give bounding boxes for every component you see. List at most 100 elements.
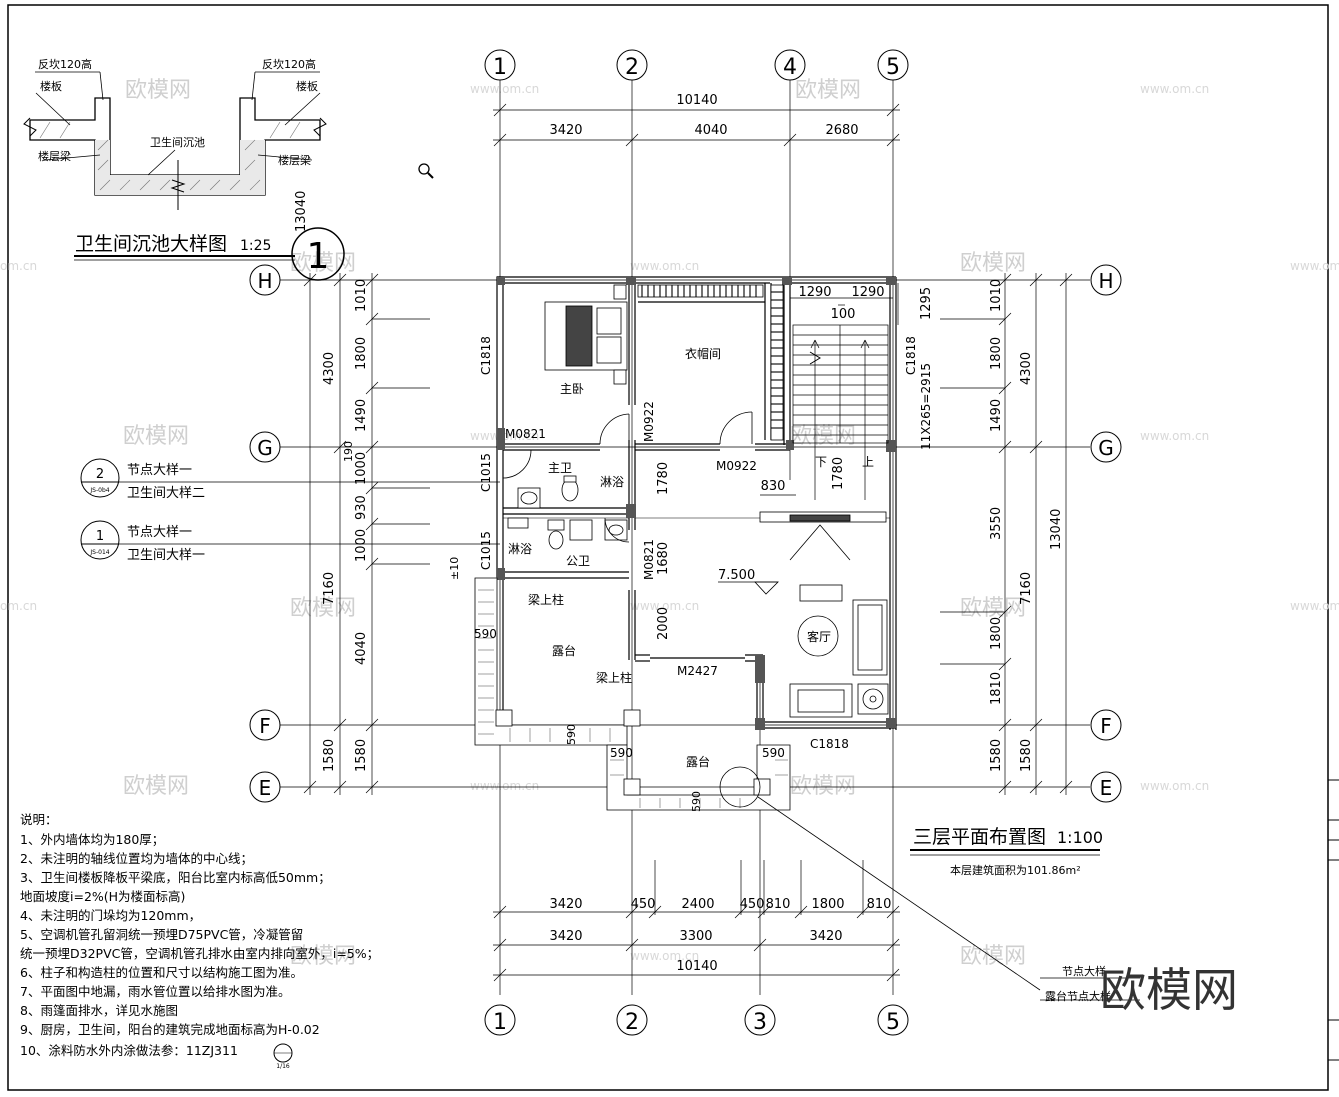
dim-right-outer-1: 4300 bbox=[1019, 352, 1034, 385]
dim-bottom-r1-1: 3420 bbox=[549, 897, 582, 912]
note-6: 6、柱子和构造柱的位置和尺寸以结构施工图为准。 bbox=[20, 965, 303, 980]
dim-plan-1780a: 1780 bbox=[656, 462, 671, 495]
detail-label-6: 楼层梁 bbox=[38, 149, 71, 163]
plan-title-block: 三层平面布置图 1:100 本层建筑面积为101.86m² bbox=[910, 826, 1103, 877]
svg-text:欧模网: 欧模网 bbox=[123, 774, 189, 799]
node-callout bbox=[719, 766, 1140, 1001]
dim-left-inner-4: 190 bbox=[342, 441, 355, 462]
svg-text:om.cn: om.cn bbox=[0, 259, 37, 273]
note-5b: 统一预埋D32PVC管，空调机管孔排水由室内排向室外，i=5%； bbox=[20, 946, 379, 961]
floor-level: 7.500 bbox=[718, 568, 755, 583]
dim-plan-590a: 590 bbox=[474, 627, 497, 641]
opening-m0821-b: M0821 bbox=[642, 539, 656, 580]
axis-left-G: G bbox=[257, 436, 273, 460]
sheet-frame bbox=[7, 4, 1329, 1091]
detail-label-3: 楼板 bbox=[40, 79, 62, 93]
note-3: 3、卫生间楼板降板平梁底，阳台比室内标高低50mm； bbox=[20, 870, 331, 885]
detail-label-5: 卫生间沉池 bbox=[150, 135, 205, 149]
detail-label-7: 楼层梁 bbox=[278, 153, 311, 167]
axis-bottom-2: 2 bbox=[625, 1010, 639, 1035]
detail-label-1: 反坎120高 bbox=[38, 57, 92, 71]
svg-text:欧模网: 欧模网 bbox=[960, 251, 1026, 276]
axis-bottom-4: 5 bbox=[886, 1010, 900, 1035]
dim-bottom-r1-2: 450 bbox=[631, 897, 656, 912]
dim-bottom-r1-5: 810 bbox=[766, 897, 791, 912]
axis-top-4: 5 bbox=[886, 55, 900, 80]
svg-text:www.om.cn: www.om.cn bbox=[630, 949, 699, 963]
brand-logo: 欧模网 bbox=[1100, 963, 1238, 1017]
dim-plan-590b: 590 bbox=[565, 724, 578, 745]
dim-bottom-r1-6: 1800 bbox=[811, 897, 844, 912]
magnifier-icon[interactable] bbox=[418, 163, 434, 179]
dim-right-outer-3: 1580 bbox=[1019, 739, 1034, 772]
dim-plan-830: 830 bbox=[761, 479, 786, 494]
svg-text:www.om.cn: www.om.cn bbox=[630, 599, 699, 613]
svg-text:欧模网: 欧模网 bbox=[795, 78, 861, 103]
dim-plan-1290a: 1290 bbox=[798, 285, 831, 300]
svg-text:欧模网: 欧模网 bbox=[290, 251, 356, 276]
svg-text:www.om.cn: www.om.cn bbox=[470, 779, 539, 793]
svg-text:欧模网: 欧模网 bbox=[790, 774, 856, 799]
svg-text:www.om.cn: www.om.cn bbox=[630, 259, 699, 273]
section-callouts: 2 JS-0b4 节点大样一 卫生间大样二 1 JS-014 节点大样一 卫生间… bbox=[80, 458, 500, 563]
axis-top-1: 1 bbox=[493, 55, 507, 80]
plan-title: 三层平面布置图 bbox=[913, 826, 1046, 848]
dim-plan-590e: 590 bbox=[690, 791, 703, 812]
bottom-dimension-lines bbox=[493, 860, 900, 982]
svg-text:欧模网: 欧模网 bbox=[960, 596, 1026, 621]
room-balcony-1: 露台 bbox=[552, 643, 576, 658]
dim-right-inner-2: 1800 bbox=[989, 337, 1004, 370]
dim-left-inner-7: 1000 bbox=[354, 529, 369, 562]
note-8: 8、雨篷面排水，详见水施图 bbox=[20, 1003, 178, 1018]
dim-plan-100: 100 bbox=[831, 307, 856, 322]
dim-right-total: 13040 bbox=[1049, 509, 1064, 550]
node-label-1: 节点大样 bbox=[1062, 964, 1106, 978]
watermark-layer: 欧模网 欧模网 欧模网 欧模网 欧模网 欧模网 欧模网 欧模网 欧模网 欧模网 … bbox=[0, 78, 1339, 969]
dim-left-inner-3: 1490 bbox=[354, 399, 369, 432]
callout-1-line2: 卫生间大样一 bbox=[127, 548, 205, 563]
opening-c1015-b: C1015 bbox=[479, 531, 493, 570]
callout-1-line1: 节点大样一 bbox=[127, 525, 192, 540]
detail-label-4: 楼板 bbox=[296, 79, 318, 93]
note-2: 2、未注明的轴线位置均为墙体的中心线； bbox=[20, 851, 253, 866]
dim-plan-1780b: 1780 bbox=[831, 457, 846, 490]
dim-bottom-r2-2: 3300 bbox=[679, 929, 712, 944]
svg-text:欧模网: 欧模网 bbox=[790, 424, 856, 449]
svg-text:欧模网: 欧模网 bbox=[123, 424, 189, 449]
room-shower-1: 淋浴 bbox=[600, 475, 624, 489]
dim-left-outer-2: 7160 bbox=[322, 572, 337, 605]
axis-left-H: H bbox=[257, 269, 272, 293]
axis-bubbles: 1 2 4 5 1 2 3 5 H G F E H G F E bbox=[249, 49, 1122, 1036]
dim-right-inner-3: 1490 bbox=[989, 399, 1004, 432]
dim-left-inner-2: 1800 bbox=[354, 337, 369, 370]
right-dimension-lines bbox=[940, 273, 1073, 795]
room-shower-2: 淋浴 bbox=[508, 542, 532, 556]
dim-plan-1680: 1680 bbox=[656, 542, 671, 575]
axis-left-F: F bbox=[259, 714, 271, 738]
note-1: 1、外内墙体均为180厚； bbox=[20, 832, 164, 847]
closet-rails bbox=[637, 284, 784, 441]
dim-bottom-r1-7: 810 bbox=[867, 897, 892, 912]
dim-left-inner-5: 1000 bbox=[354, 452, 369, 485]
dim-right-inner-4: 3550 bbox=[989, 507, 1004, 540]
room-public-bath: 公卫 bbox=[566, 554, 590, 568]
note-5: 5、空调机管孔留洞统一预埋D75PVC管，冷凝管留 bbox=[20, 927, 303, 942]
callout-2-sub: JS-0b4 bbox=[89, 487, 109, 494]
notes-title: 说明： bbox=[20, 812, 58, 827]
dim-plan-1290b: 1290 bbox=[851, 285, 884, 300]
axis-top-3: 4 bbox=[783, 55, 797, 80]
dim-left-inner-10: 1580 bbox=[354, 739, 369, 772]
dim-right-inner-5: 1800 bbox=[989, 617, 1004, 650]
callout-1-sub: JS-014 bbox=[89, 549, 109, 556]
room-beam-column-1: 梁上柱 bbox=[528, 592, 564, 607]
room-master-bath: 主卫 bbox=[548, 461, 572, 475]
note-10-symbol: 1/16 bbox=[276, 1063, 290, 1070]
opening-c1818-bottom: C1818 bbox=[810, 737, 849, 751]
left-dimension-lines bbox=[303, 273, 430, 795]
dim-right-inner-6: 1810 bbox=[989, 672, 1004, 705]
svg-text:欧模网: 欧模网 bbox=[125, 78, 191, 103]
dim-left-outer-3: 1580 bbox=[322, 739, 337, 772]
callout-1-number: 1 bbox=[96, 529, 104, 544]
dim-bottom-total: 10140 bbox=[676, 959, 717, 974]
